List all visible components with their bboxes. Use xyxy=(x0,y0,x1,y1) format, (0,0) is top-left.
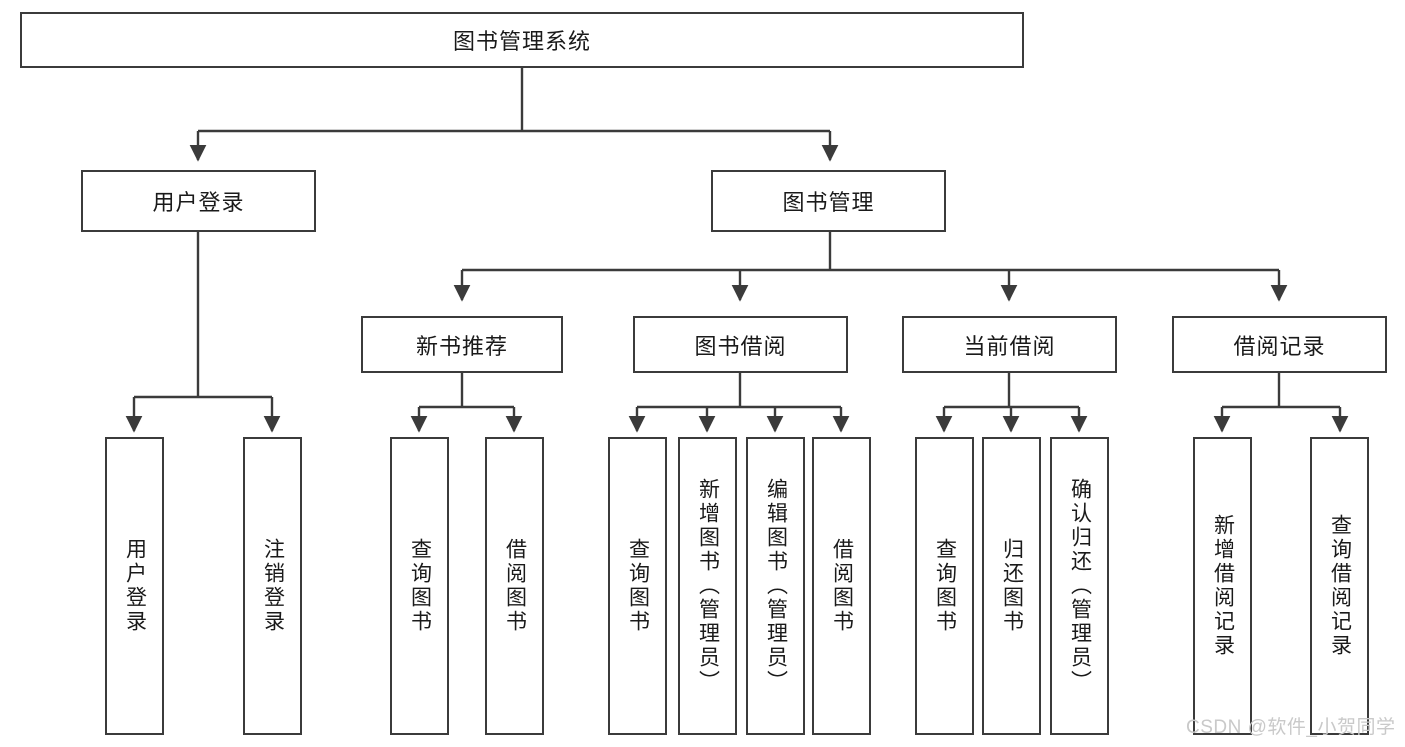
leaf-book-borrow-0[interactable]: 查询图书 xyxy=(608,437,667,735)
leaf-label: 注销登录 xyxy=(261,538,285,634)
leaf-label: 编辑图书（管理员） xyxy=(764,478,788,694)
leaf-label: 新增图书（管理员） xyxy=(696,478,720,694)
leaf-label: 新增借阅记录 xyxy=(1211,514,1235,658)
leaf-label: 查询图书 xyxy=(408,538,432,634)
node-user-login[interactable]: 用户登录 xyxy=(81,170,316,232)
leaf-current-borrow-2[interactable]: 确认归还（管理员） xyxy=(1050,437,1109,735)
node-new-book-recommend-label: 新书推荐 xyxy=(415,333,508,359)
leaf-user-login-0[interactable]: 用户登录 xyxy=(105,437,164,735)
node-borrow-record-label: 借阅记录 xyxy=(1233,333,1326,359)
node-user-login-label: 用户登录 xyxy=(152,190,245,215)
leaf-current-borrow-0[interactable]: 查询图书 xyxy=(915,437,974,735)
leaf-new-book-recommend-1[interactable]: 借阅图书 xyxy=(485,437,544,735)
leaf-book-borrow-1[interactable]: 新增图书（管理员） xyxy=(678,437,737,735)
leaf-user-login-1[interactable]: 注销登录 xyxy=(243,437,302,735)
csdn-watermark: CSDN @软件_小贺同学 xyxy=(1186,717,1396,738)
node-book-management[interactable]: 图书管理 xyxy=(711,170,946,232)
leaf-label: 归还图书 xyxy=(1000,538,1024,634)
leaf-label: 查询图书 xyxy=(626,538,650,634)
node-book-borrow-label: 图书借阅 xyxy=(694,333,787,359)
leaf-current-borrow-1[interactable]: 归还图书 xyxy=(982,437,1041,735)
leaf-borrow-record-1[interactable]: 查询借阅记录 xyxy=(1310,437,1369,735)
leaf-label: 借阅图书 xyxy=(503,538,527,634)
node-current-borrow-label: 当前借阅 xyxy=(963,333,1056,359)
node-book-management-label: 图书管理 xyxy=(782,190,875,215)
node-book-borrow[interactable]: 图书借阅 xyxy=(633,316,848,373)
node-new-book-recommend[interactable]: 新书推荐 xyxy=(361,316,563,373)
leaf-book-borrow-2[interactable]: 编辑图书（管理员） xyxy=(746,437,805,735)
leaf-label: 用户登录 xyxy=(123,538,147,634)
node-current-borrow[interactable]: 当前借阅 xyxy=(902,316,1117,373)
node-borrow-record[interactable]: 借阅记录 xyxy=(1172,316,1387,373)
leaf-label: 借阅图书 xyxy=(830,538,854,634)
node-root[interactable]: 图书管理系统 xyxy=(20,12,1024,68)
leaf-label: 查询借阅记录 xyxy=(1328,514,1352,658)
leaf-new-book-recommend-0[interactable]: 查询图书 xyxy=(390,437,449,735)
leaf-label: 确认归还（管理员） xyxy=(1068,478,1092,694)
leaf-borrow-record-0[interactable]: 新增借阅记录 xyxy=(1193,437,1252,735)
node-root-label: 图书管理系统 xyxy=(452,29,591,54)
leaf-label: 查询图书 xyxy=(933,538,957,634)
leaf-book-borrow-3[interactable]: 借阅图书 xyxy=(812,437,871,735)
